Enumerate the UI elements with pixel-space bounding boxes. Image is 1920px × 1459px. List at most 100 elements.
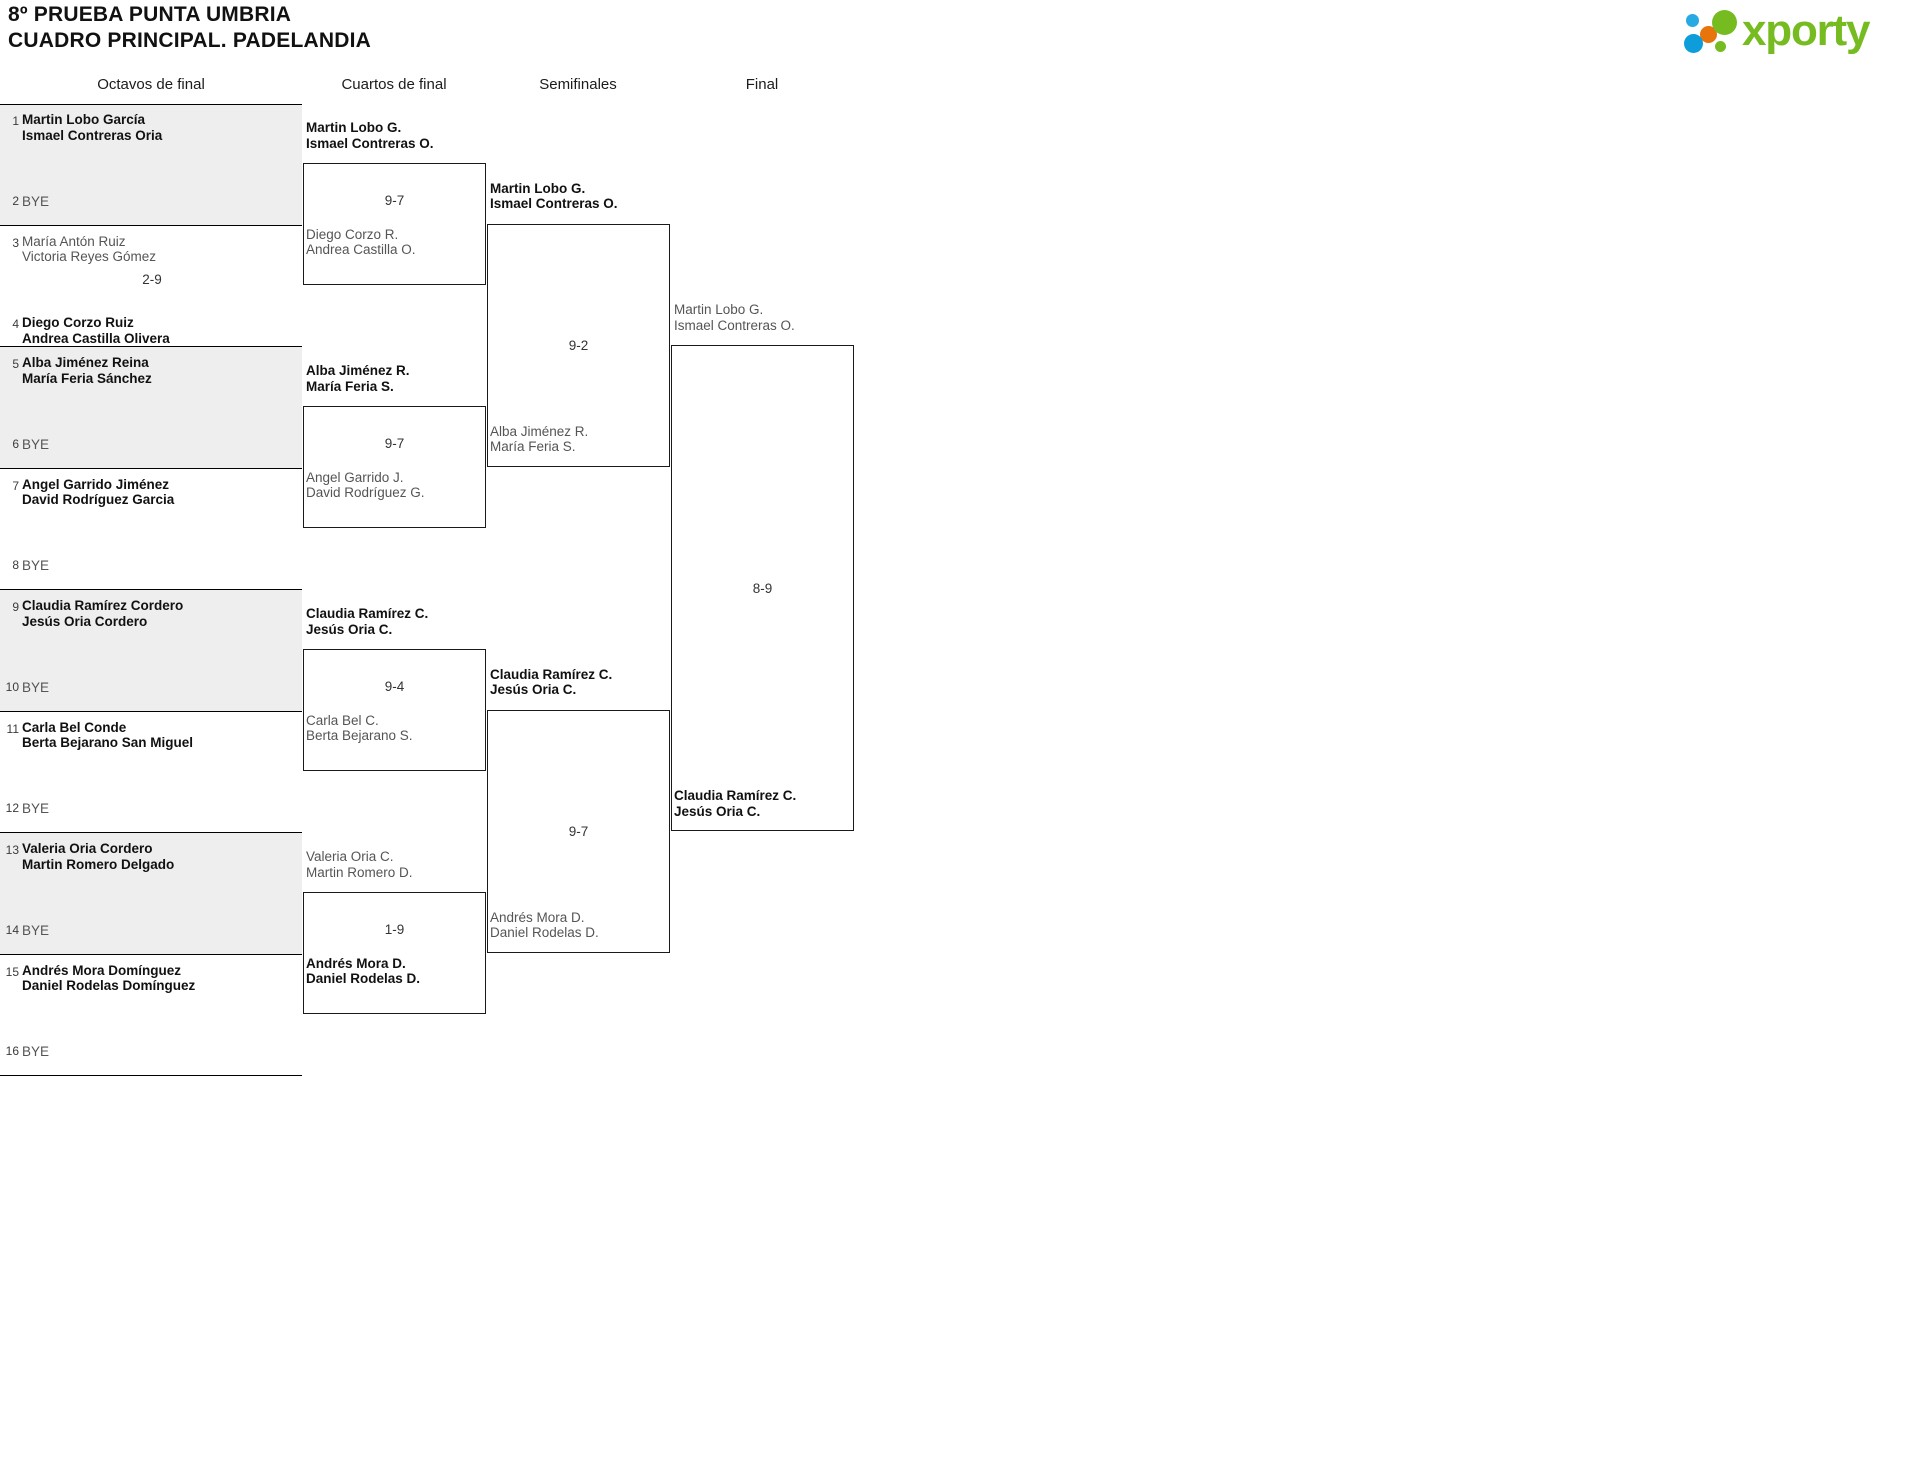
- player-name-1: Angel Garrido Jiménez: [22, 476, 170, 492]
- player-name-1: Valeria Oria C.: [306, 849, 394, 864]
- quarterfinal-team-bottom[interactable]: Carla Bel C.Berta Bejarano S.: [306, 713, 482, 744]
- quarterfinal-team-top[interactable]: Martin Lobo G.Ismael Contreras O.: [306, 120, 482, 151]
- player-name-1: Claudia Ramírez Cordero: [22, 598, 184, 613]
- player-name-2: Daniel Rodelas D.: [306, 971, 421, 986]
- bye-label: BYE: [22, 193, 50, 209]
- player-name-2: Jesús Oria C.: [490, 682, 577, 698]
- final-team-bottom[interactable]: Claudia Ramírez C.Jesús Oria C.: [674, 788, 850, 819]
- player-name-1: Carla Bel Conde: [22, 719, 127, 735]
- player-name-1: Martin Lobo G.: [490, 180, 586, 196]
- seed-names: BYE: [22, 680, 302, 696]
- seed-number: 14: [5, 922, 19, 937]
- player-name-1: Alba Jiménez Reina: [22, 355, 149, 370]
- player-name-2: Ismael Contreras O.: [674, 317, 795, 333]
- semifinal-team-top[interactable]: Martin Lobo G.Ismael Contreras O.: [490, 181, 666, 212]
- semifinal-connector: [487, 223, 670, 467]
- bye-label: BYE: [22, 801, 50, 816]
- player-name-1: Martin Lobo García: [22, 112, 146, 127]
- player-name-2: Daniel Rodelas D.: [490, 925, 599, 941]
- semifinal-score: 9-7: [568, 824, 589, 840]
- round1-match-block[interactable]: [0, 469, 302, 590]
- round-header-cuartos: Cuartos de final: [341, 76, 447, 93]
- seed-number: 8: [12, 558, 19, 572]
- title-line-2: CUADRO PRINCIPAL. PADELANDIA: [8, 29, 371, 52]
- round1-match-block[interactable]: [0, 590, 302, 712]
- player-name-2: Ismael Contreras O.: [490, 196, 618, 212]
- logo-dot-green-small: [1715, 41, 1726, 52]
- bye-label: BYE: [22, 679, 50, 695]
- round1-match-block[interactable]: [0, 104, 302, 226]
- semifinal-team-top[interactable]: Claudia Ramírez C.Jesús Oria C.: [490, 667, 666, 698]
- player-name-1: Claudia Ramírez C.: [674, 788, 797, 804]
- semifinal-team-bottom[interactable]: Alba Jiménez R.María Feria S.: [490, 424, 666, 455]
- quarterfinal-score: 1-9: [384, 921, 405, 937]
- player-name-1: Claudia Ramírez C.: [306, 606, 429, 621]
- quarterfinal-team-bottom[interactable]: Angel Garrido J.David Rodríguez G.: [306, 470, 482, 501]
- player-name-2: María Feria Sánchez: [22, 370, 152, 386]
- player-name-2: Victoria Reyes Gómez: [22, 249, 157, 264]
- page-header: 8º PRUEBA PUNTA UMBRIA CUADRO PRINCIPAL.…: [0, 0, 1920, 68]
- round1-match-block[interactable]: [0, 955, 302, 1076]
- logo-dot-orange: [1700, 26, 1717, 43]
- seed-number: 3: [12, 235, 19, 250]
- player-name-2: Berta Bejarano San Miguel: [22, 735, 194, 750]
- player-name-2: Jesús Oria Cordero: [22, 613, 148, 629]
- quarterfinal-team-top[interactable]: Valeria Oria C.Martin Romero D.: [306, 849, 482, 880]
- player-name-2: Berta Bejarano S.: [306, 728, 413, 743]
- logo-dot-blue-small: [1686, 14, 1699, 27]
- xporty-logo[interactable]: xporty: [1684, 6, 1910, 58]
- player-name-1: Andrés Mora D.: [490, 909, 585, 925]
- quarterfinal-score: 9-7: [384, 192, 405, 208]
- seed-number: 6: [12, 436, 19, 451]
- round1-match-block[interactable]: [0, 347, 302, 469]
- player-name-2: Jesús Oria C.: [306, 621, 393, 637]
- player-name-1: Claudia Ramírez C.: [490, 666, 613, 682]
- player-name-1: Martin Lobo G.: [306, 120, 402, 135]
- seed-number: 5: [12, 357, 19, 371]
- final-score: 8-9: [752, 581, 773, 597]
- quarterfinal-team-top[interactable]: Alba Jiménez R.María Feria S.: [306, 363, 482, 394]
- quarterfinal-team-bottom[interactable]: Andrés Mora D.Daniel Rodelas D.: [306, 956, 482, 987]
- seed-number: 13: [5, 843, 19, 857]
- seed-number: 2: [12, 193, 19, 208]
- quarterfinal-team-bottom[interactable]: Diego Corzo R.Andrea Castilla O.: [306, 227, 482, 258]
- round1-match-block[interactable]: [0, 712, 302, 833]
- seed-names: BYE: [22, 194, 302, 210]
- seed-names: BYE: [22, 801, 302, 817]
- round1-match-block[interactable]: [0, 226, 302, 347]
- semifinal-team-bottom[interactable]: Andrés Mora D.Daniel Rodelas D.: [490, 910, 666, 941]
- final-connector: [671, 345, 854, 832]
- seed-names: BYE: [22, 437, 302, 453]
- bye-label: BYE: [22, 922, 50, 938]
- seed-names: BYE: [22, 923, 302, 939]
- round1-match-block[interactable]: [0, 833, 302, 955]
- player-name-2: Ismael Contreras Oria: [22, 127, 163, 143]
- player-name-1: Alba Jiménez R.: [306, 363, 410, 378]
- final-team-top[interactable]: Martin Lobo G.Ismael Contreras O.: [674, 302, 850, 333]
- quarterfinal-team-top[interactable]: Claudia Ramírez C.Jesús Oria C.: [306, 606, 482, 637]
- bye-label: BYE: [22, 436, 50, 452]
- seed-number: 16: [5, 1044, 19, 1058]
- seed-names: BYE: [22, 558, 302, 574]
- seed-number: 11: [6, 721, 19, 736]
